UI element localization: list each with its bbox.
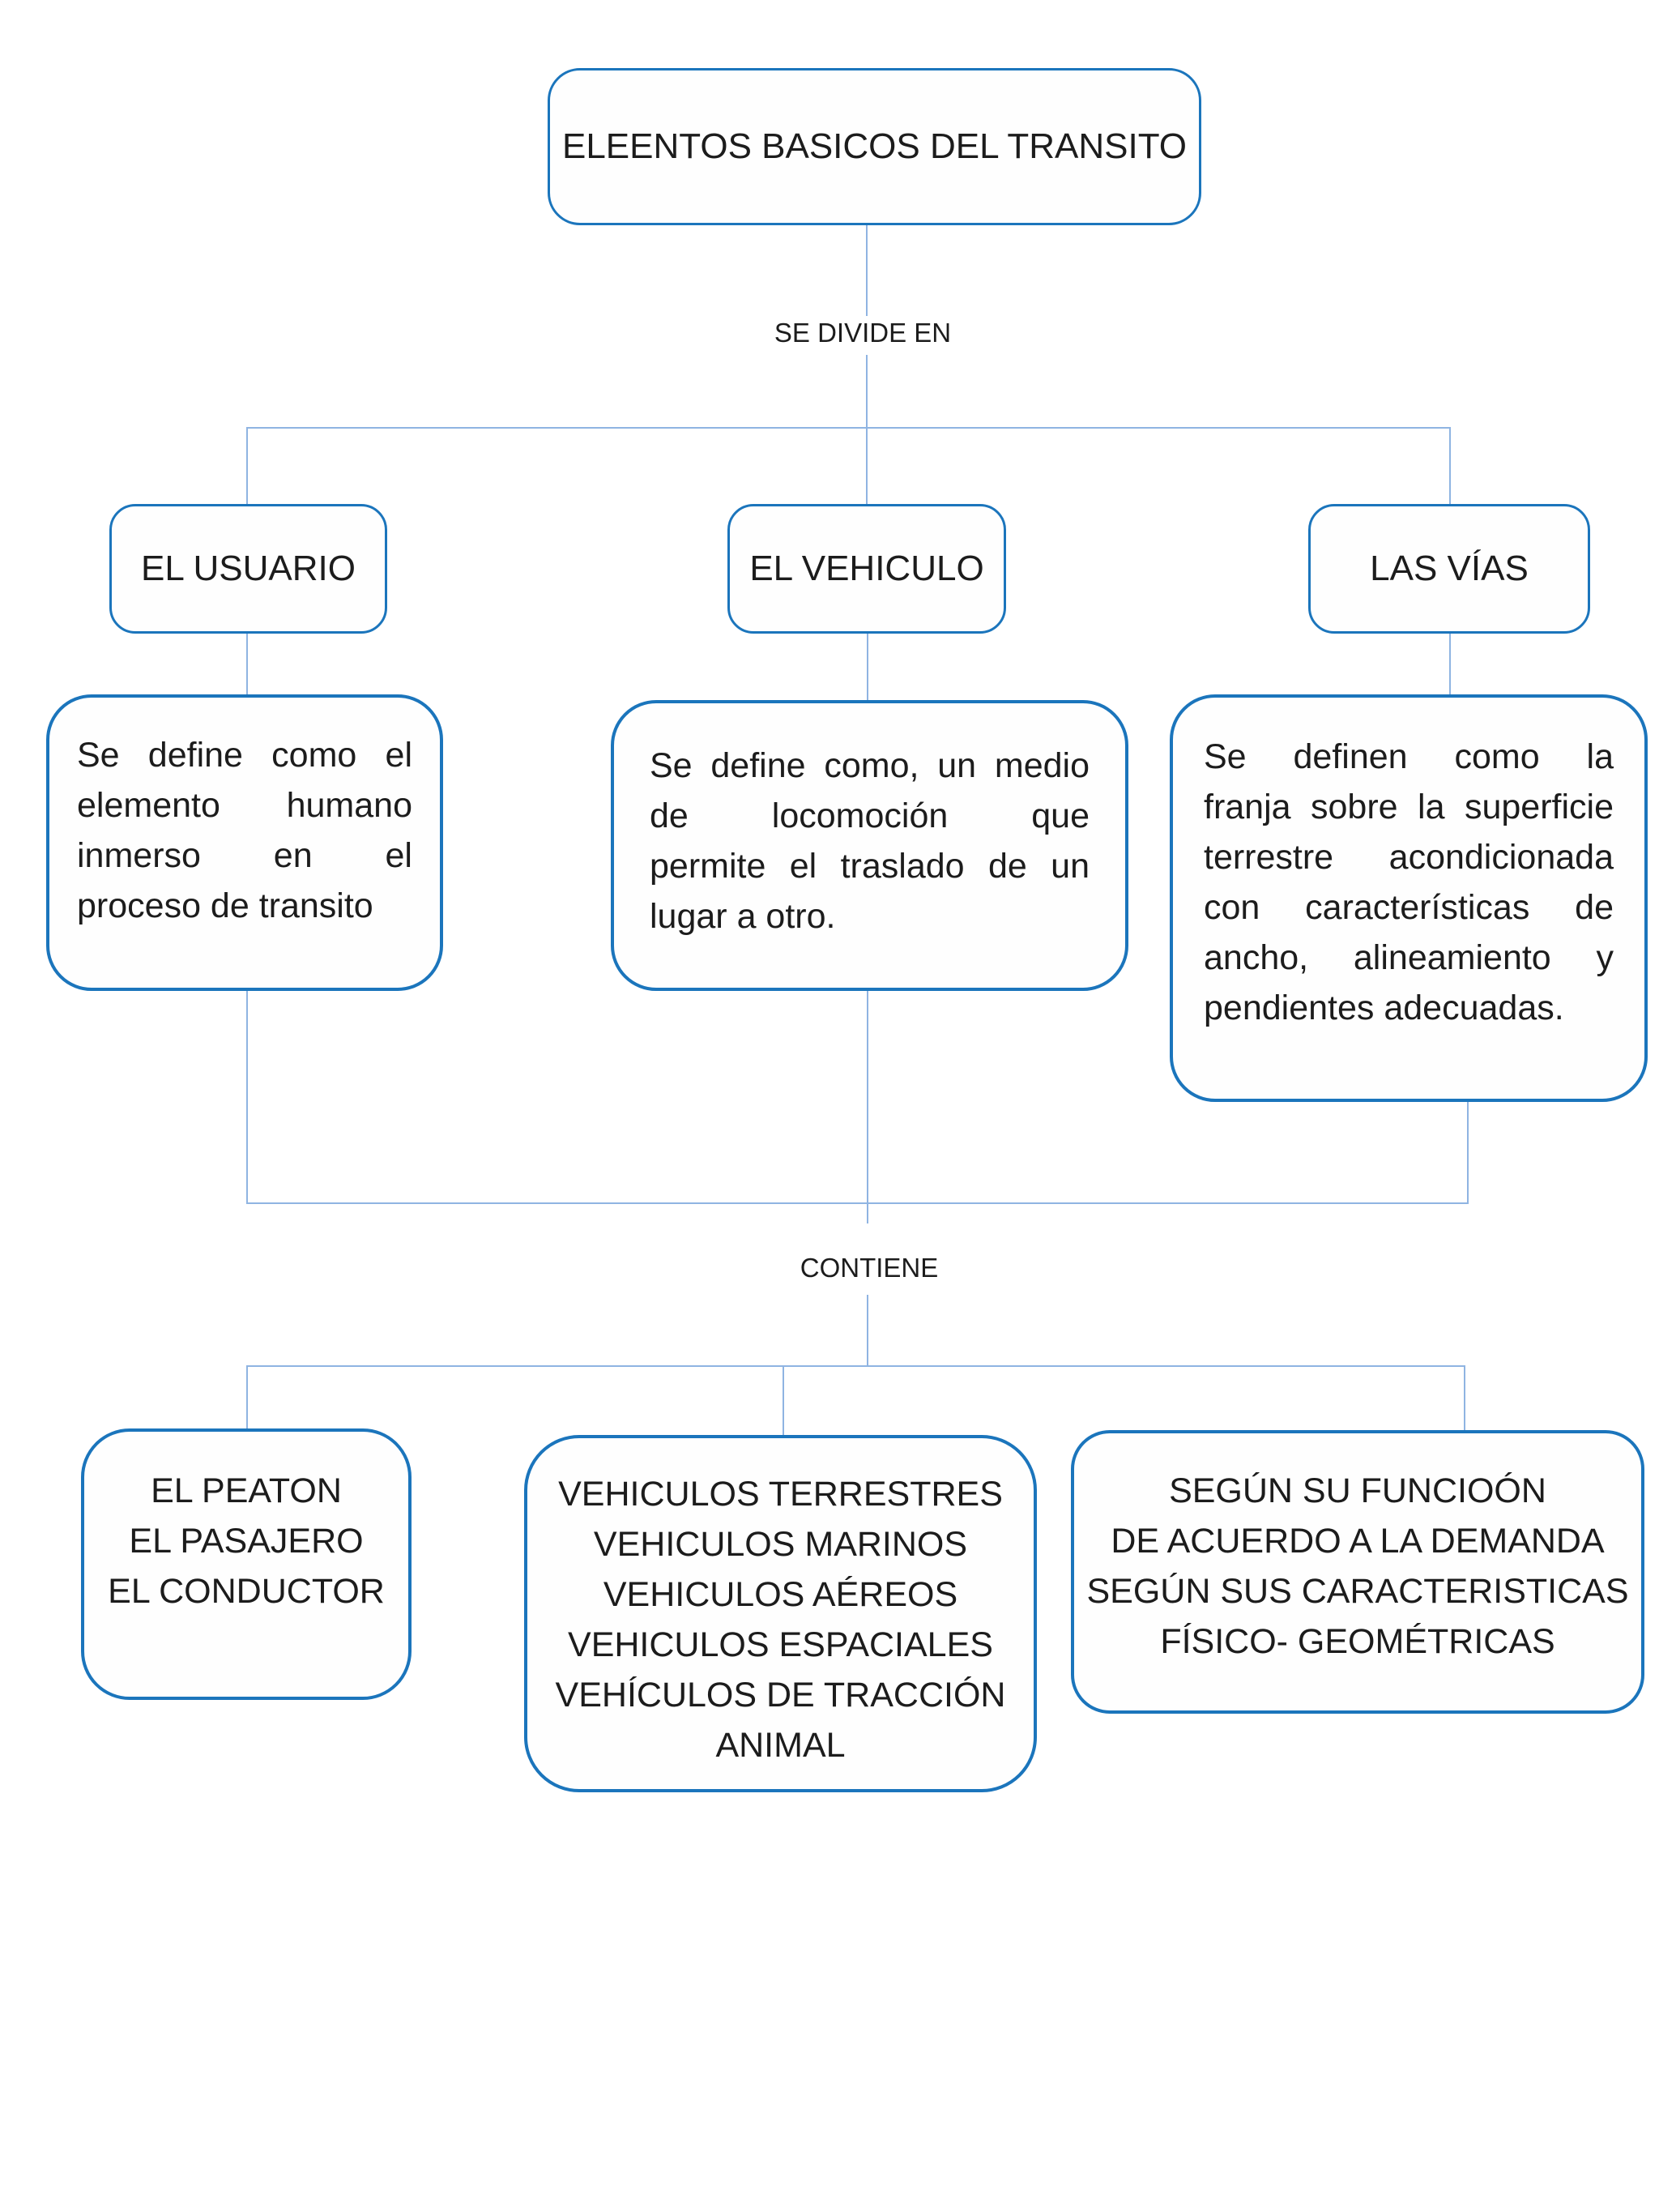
content-line: SEGÚN SUS CARACTERISTICAS: [1086, 1572, 1629, 1611]
definition-vias-text: Se definen como la franja sobre la super…: [1170, 694, 1648, 1033]
connector-drop-right: [1464, 1365, 1465, 1433]
connector-drop-middle: [783, 1365, 784, 1435]
definition-usuario-text: Se define como el elemento humano inmers…: [46, 694, 443, 931]
content-line: VEHICULOS AÉREOS: [603, 1575, 958, 1614]
connector-drop-left: [246, 1365, 248, 1428]
category-box-vehiculo: EL VEHICULO: [727, 504, 1006, 634]
definition-line: inmerso en el: [77, 836, 412, 875]
content-line: VEHICULOS TERRESTRES: [558, 1475, 1003, 1514]
category-box-usuario: EL USUARIO: [109, 504, 387, 634]
definition-line: con características de: [1204, 888, 1614, 927]
connector-split-left-down: [246, 427, 248, 504]
category-usuario-label: EL USUARIO: [141, 549, 356, 588]
content-line: EL PEATON: [151, 1471, 342, 1510]
content-box-vias: [1071, 1430, 1644, 1714]
content-line: VEHICULOS ESPACIALES: [568, 1625, 993, 1664]
definition-vehiculo-text: Se define como, un medio de locomoción q…: [611, 700, 1128, 942]
content-line: VEHICULOS MARINOS: [593, 1525, 968, 1564]
definition-line: permite el traslado de un: [650, 847, 1090, 886]
definition-line: terrestre acondicionada: [1204, 838, 1614, 877]
connector-contiene-down: [867, 1295, 868, 1366]
definition-box-vias: [1170, 694, 1648, 1102]
definition-line: proceso de transito: [77, 886, 373, 925]
definition-line: Se definen como la: [1204, 737, 1614, 776]
category-box-vias: LAS VÍAS: [1308, 504, 1590, 634]
content-line: EL CONDUCTOR: [108, 1572, 385, 1611]
content-line: DE ACUERDO A LA DEMANDA: [1111, 1522, 1605, 1561]
definition-line: lugar a otro.: [650, 897, 836, 936]
definition-box-usuario: [46, 694, 443, 991]
category-vias-label: LAS VÍAS: [1370, 549, 1529, 588]
content-usuario-text: EL PEATON EL PASAJERO EL CONDUCTOR: [81, 1428, 412, 1616]
divide-label: SE DIVIDE EN: [774, 318, 952, 348]
connector-divide-down: [866, 355, 868, 504]
definition-line: Se define como el: [77, 736, 412, 775]
definition-line: ancho, alineamiento y: [1204, 938, 1614, 977]
connector-split-right-down: [1449, 427, 1451, 504]
contiene-label: CONTIENE: [800, 1253, 939, 1283]
content-line: ANIMAL: [715, 1726, 846, 1765]
connector-defleft-collector: [246, 991, 248, 1203]
connector-vias-def: [1449, 634, 1451, 694]
connector-distributor-horizontal: [246, 1365, 1465, 1367]
title-box: ELEENTOS BASICOS DEL TRANSITO: [548, 68, 1201, 225]
content-vias-text: SEGÚN SU FUNCIOÓN DE ACUERDO A LA DEMAND…: [1071, 1430, 1644, 1667]
connector-usuario-def: [246, 634, 248, 694]
category-vehiculo-label: EL VEHICULO: [749, 549, 984, 588]
content-line: FÍSICO- GEOMÉTRICAS: [1160, 1622, 1555, 1661]
connector-collector-horizontal: [246, 1202, 1469, 1204]
definition-line: franja sobre la superficie: [1204, 788, 1614, 826]
definition-line: Se define como, un medio: [650, 746, 1090, 785]
definition-box-vehiculo: [611, 700, 1128, 991]
connector-defright-collector: [1467, 1102, 1469, 1204]
content-vehiculo-text: VEHICULOS TERRESTRES VEHICULOS MARINOS V…: [524, 1435, 1037, 1770]
connector-defmid-collector: [867, 991, 868, 1223]
title-text: ELEENTOS BASICOS DEL TRANSITO: [561, 126, 1188, 166]
content-box-usuario: [81, 1428, 412, 1700]
content-line: SEGÚN SU FUNCIOÓN: [1169, 1471, 1546, 1510]
definition-line: de locomoción que: [650, 796, 1090, 835]
definition-line: pendientes adecuadas.: [1204, 989, 1564, 1027]
content-line: EL PASAJERO: [129, 1522, 364, 1561]
definition-line: elemento humano: [77, 786, 412, 825]
connector-split-horizontal: [246, 427, 1451, 429]
connector-title-down: [866, 225, 868, 316]
content-line: VEHÍCULOS DE TRACCIÓN: [555, 1676, 1006, 1715]
content-box-vehiculo: [524, 1435, 1037, 1792]
connector-vehiculo-def: [867, 632, 868, 700]
